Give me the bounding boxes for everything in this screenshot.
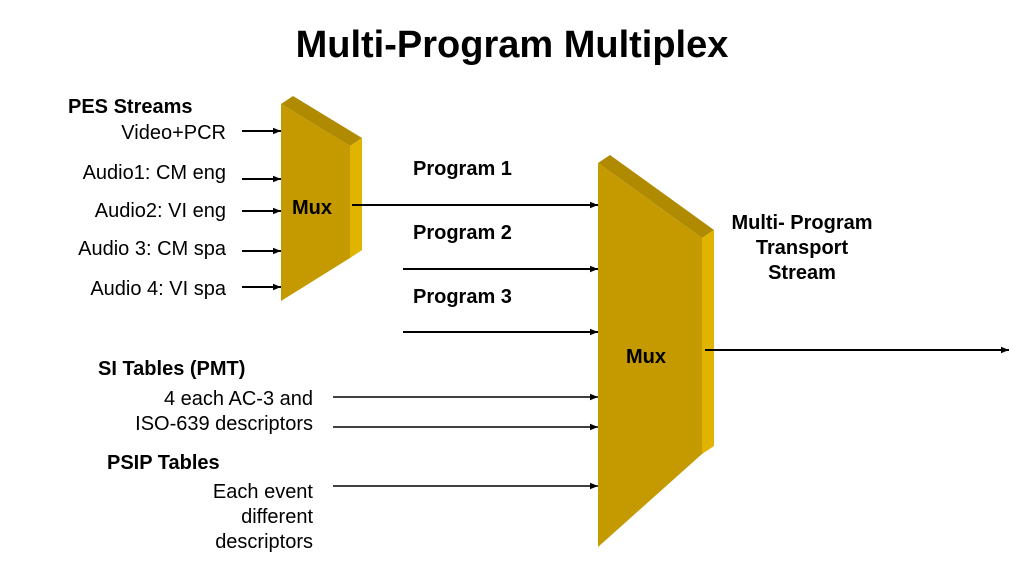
pes-arrows: [242, 127, 281, 291]
small-mux-label: Mux: [292, 197, 332, 219]
small-mux-face: [281, 104, 350, 301]
small-mux-top: [281, 96, 362, 146]
program-arrows: [352, 201, 598, 336]
pes-stream-audio1: Audio1: CM eng: [82, 162, 226, 184]
small-mux-side: [350, 138, 362, 258]
pes-stream-audio3: Audio 3: CM spa: [78, 238, 226, 260]
output-label-line2: Transport: [755, 237, 849, 259]
pes-streams-header: PES Streams: [68, 96, 193, 118]
si-tables-header: SI Tables (PMT): [98, 358, 246, 380]
large-mux-side: [702, 230, 714, 454]
psip-tables-line3: descriptors: [215, 531, 313, 553]
pes-stream-audio2: Audio2: VI eng: [94, 200, 226, 222]
psip-tables-line1: Each event: [212, 481, 313, 503]
si-tables-line1: 4 each AC-3 and: [164, 388, 313, 410]
pes-stream-audio4: Audio 4: VI spa: [90, 278, 226, 300]
small-mux-block: [281, 96, 362, 301]
program2-label: Program 2: [413, 222, 512, 244]
output-label-line1: Multi- Program: [731, 212, 873, 234]
psip-tables-line2: different: [241, 506, 313, 528]
output-label-line3: Stream: [768, 262, 836, 284]
pes-stream-video: Video+PCR: [121, 122, 226, 144]
psip-tables-header: PSIP Tables: [107, 452, 220, 474]
program1-label: Program 1: [413, 158, 512, 180]
page-title: Multi-Program Multiplex: [295, 24, 729, 66]
large-mux-face: [598, 163, 702, 547]
large-mux-top: [598, 155, 714, 238]
program3-label: Program 3: [413, 286, 512, 308]
si-tables-line2: ISO-639 descriptors: [135, 413, 313, 435]
large-mux-label: Mux: [626, 346, 666, 368]
table-arrows: [333, 393, 598, 490]
large-mux-block: [598, 155, 714, 547]
